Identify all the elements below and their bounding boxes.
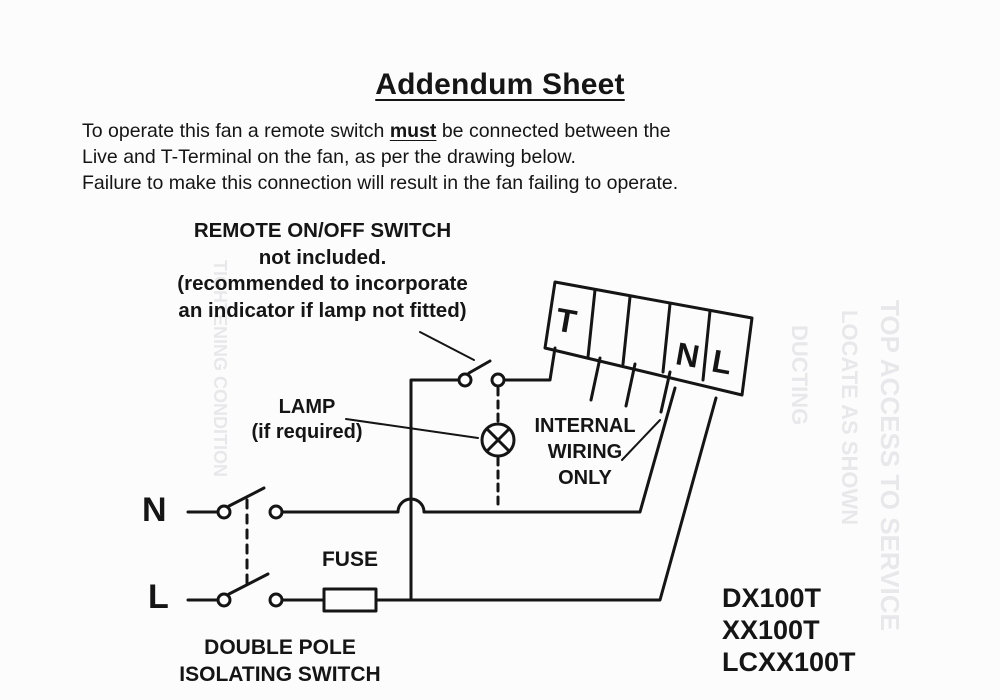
model-number: LCXX100T — [722, 647, 856, 677]
fuse-label: FUSE — [321, 548, 378, 571]
remote-switch-to-t-terminal — [502, 346, 557, 382]
terminal-divider — [621, 295, 632, 366]
isolating-switch-label: DOUBLE POLE ISOLATING SWITCH — [140, 634, 420, 688]
instructions-line-2: Live and T-Terminal on the fan, as per t… — [82, 146, 576, 168]
instructions-emphasis-must: must — [389, 120, 437, 142]
lamp-leader — [345, 418, 479, 439]
instructions-line-1-end: be connected between the — [436, 120, 671, 142]
internal-wiring-label-line-2: WIRING — [547, 441, 623, 463]
isolating-switch-label-line-1: DOUBLE POLE — [204, 636, 356, 659]
remote-switch-label-line-1: REMOTE ON/OFF SWITCH — [193, 219, 452, 242]
model-list: DX100T XX100T LCXX100T — [722, 582, 856, 678]
remote-switch-leader — [419, 331, 475, 361]
instructions-line-1: To operate this fan a remote switch must… — [82, 118, 842, 144]
live-switch-blade — [227, 572, 270, 596]
terminal-divider — [661, 302, 672, 374]
internal-wiring-label-line-3: ONLY — [558, 467, 612, 489]
remote-switch-label: REMOTE ON/OFF SWITCH not included. (reco… — [140, 218, 505, 324]
internal-stub — [659, 370, 672, 414]
lamp-label-line-2: (if required) — [251, 421, 363, 443]
instructions-line-3: Failure to make this connection will res… — [82, 172, 679, 194]
internal-stub — [589, 356, 602, 402]
supply-live-label: L — [148, 578, 169, 616]
internal-wiring-leader — [621, 419, 661, 461]
lamp-label: LAMP (if required) — [232, 395, 382, 445]
neutral-switch-blade — [227, 486, 266, 508]
terminal-block-outline — [543, 280, 754, 397]
remote-switch-blade — [467, 359, 492, 375]
instructions-paragraph: To operate this fan a remote switch must… — [82, 118, 842, 196]
remote-switch-contact-left — [457, 372, 473, 388]
live-branch-to-remote-switch — [409, 378, 461, 602]
live-line-to-fan — [374, 396, 718, 602]
internal-wiring-label-line-1: INTERNAL — [534, 415, 636, 437]
live-switch-contact-right — [268, 592, 284, 608]
supply-neutral-label: N — [142, 491, 167, 529]
remote-switch-contact-right — [490, 372, 506, 388]
page-title: Addendum Sheet — [0, 68, 1000, 102]
fuse-body — [322, 587, 378, 613]
model-number: XX100T — [722, 615, 820, 645]
lamp-label-line-1: LAMP — [278, 396, 336, 418]
neutral-switch-contact-left — [216, 504, 232, 520]
terminal-divider — [701, 309, 712, 382]
remote-switch-label-line-3: (recommended to incorporate — [177, 272, 468, 295]
terminal-divider — [586, 288, 597, 359]
isolating-switch-label-line-2: ISOLATING SWITCH — [179, 663, 381, 686]
remote-switch-label-line-4: an indicator if lamp not fitted) — [178, 298, 467, 322]
internal-stub — [624, 362, 637, 408]
model-number: DX100T — [722, 583, 822, 613]
page-title-text: Addendum Sheet — [375, 68, 625, 101]
instructions-line-1-start: To operate this fan a remote switch — [82, 120, 390, 142]
neutral-switch-contact-right — [268, 504, 284, 520]
live-switch-contact-left — [216, 592, 232, 608]
internal-wiring-label: INTERNAL WIRING ONLY — [520, 413, 650, 491]
remote-switch-label-line-2: not included. — [258, 245, 387, 269]
lamp-symbol — [480, 422, 516, 458]
